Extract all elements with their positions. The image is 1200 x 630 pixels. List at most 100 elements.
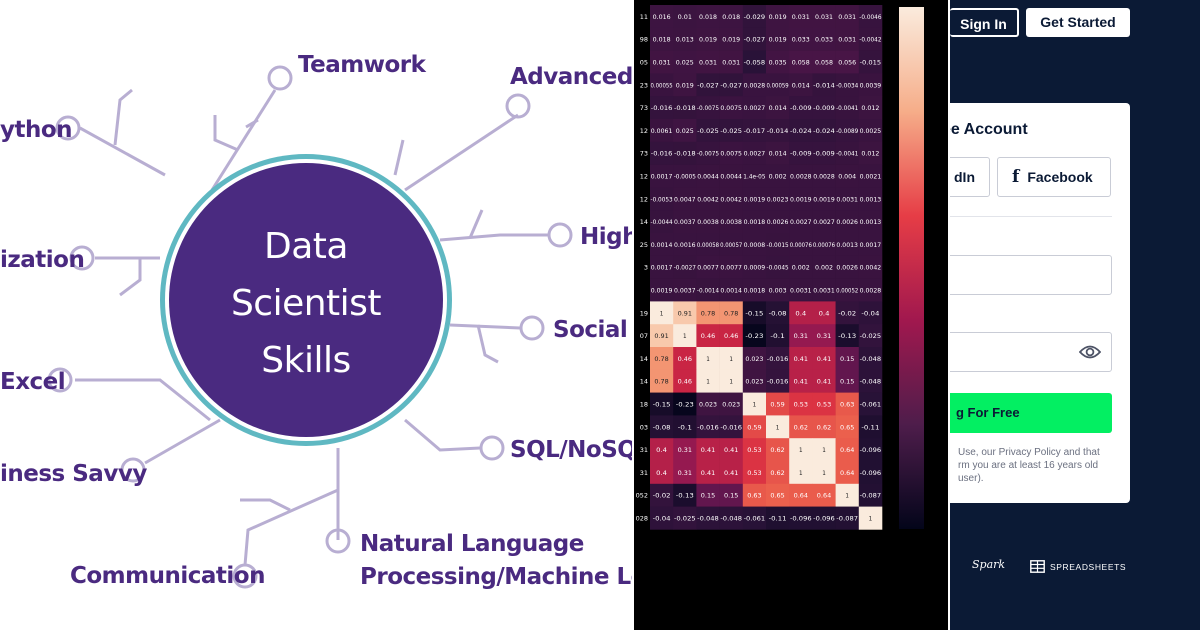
heatmap-cell: [719, 438, 744, 462]
heatmap-cell: [812, 73, 836, 97]
heatmap-cell: [696, 506, 720, 530]
spark-logo: Spark: [972, 558, 1006, 571]
sign-up-button[interactable]: g For Free: [950, 393, 1112, 433]
heatmap-cell: [812, 506, 836, 530]
heatmap-cell: [789, 233, 813, 257]
heatmap-cell: [719, 119, 744, 143]
heatmap-cell-label: 1: [822, 469, 826, 477]
heatmap-cell: [766, 96, 790, 120]
email-field[interactable]: [950, 255, 1112, 295]
heatmap-cell: [789, 210, 813, 234]
heatmap-cell: [673, 96, 697, 120]
heatmap-cell: [742, 369, 767, 393]
heatmap-cell: [650, 324, 674, 348]
heatmap-cell: [719, 210, 744, 234]
heatmap-cell: [650, 210, 674, 234]
heatmap-cell: [766, 324, 790, 348]
heatmap-cell-label: -0.1: [678, 423, 692, 431]
spreadsheets-logo: SPREADSHEETS: [1050, 562, 1127, 572]
heatmap-cell-label: 0.91: [678, 309, 692, 317]
heatmap-cell: [766, 141, 790, 165]
heatmap-cell-label: -0.08: [769, 309, 787, 317]
heatmap-cell: [858, 119, 883, 143]
heatmap-cell: [766, 210, 790, 234]
heatmap-cell-label: 0.003: [769, 287, 787, 295]
heatmap-cell: [696, 483, 720, 507]
heatmap-cell-label: 0.00076: [790, 241, 812, 249]
heatmap-cell: [650, 73, 674, 97]
heatmap-cell: [812, 50, 836, 74]
get-started-button[interactable]: Get Started: [1026, 8, 1130, 37]
heatmap-cell-label: 0.64: [840, 446, 854, 454]
skill-label: High-: [580, 224, 634, 250]
heatmap-cell-label: 0.035: [769, 59, 787, 67]
heatmap-cell: [742, 461, 767, 485]
mindmap-diagram: Data Scientist Skills Teamwork Advanced …: [0, 52, 634, 590]
heatmap-cell: [719, 461, 744, 485]
heatmap-cell-label: -0.048: [697, 515, 719, 523]
heatmap-cell-label: 0.41: [724, 469, 738, 477]
heatmap-cell-label: 0.031: [699, 59, 717, 67]
heatmap-cell-label: 0.0023: [767, 195, 789, 203]
heatmap-cell: [789, 255, 813, 279]
heatmap-cell: [673, 415, 697, 439]
linkedin-button[interactable]: dIn: [950, 157, 990, 197]
heatmap-cell: [673, 73, 697, 97]
heatmap-cell: [673, 255, 697, 279]
heatmap-cell: [812, 5, 836, 29]
heatmap-cell-label: 1: [845, 492, 849, 500]
heatmap-cell-label: 0.46: [724, 332, 738, 340]
heatmap-cell-label: 0.15: [840, 378, 854, 386]
heatmap-cell-label: 0.0039: [860, 81, 882, 89]
heatmap-cell: [673, 5, 697, 29]
heatmap-cell: [766, 369, 790, 393]
heatmap-cell-label: -0.009: [790, 150, 812, 158]
heatmap-cell: [766, 255, 790, 279]
heatmap-cell: [858, 141, 883, 165]
heatmap-cell: [673, 392, 697, 416]
heatmap-cell-label: 1: [660, 309, 664, 317]
heatmap-cell-label: 1: [776, 423, 780, 431]
heatmap-cell: [858, 278, 883, 302]
heatmap-cell-label: 0.019: [699, 36, 717, 44]
heatmap-cell: [858, 369, 883, 393]
heatmap-cell-label: 0.031: [838, 36, 856, 44]
heatmap-cell-label: 0.0037: [674, 218, 696, 226]
heatmap-cell-label: 0.002: [815, 264, 833, 272]
heatmap-cell-label: 0.0031: [813, 287, 835, 295]
heatmap-cell-label: -0.0041: [836, 104, 858, 112]
heatmap-cell-label: 0.013: [676, 36, 694, 44]
heatmap-cell-label: 0.62: [794, 423, 808, 431]
heatmap-cell: [812, 324, 836, 348]
heatmap-cell: [858, 27, 883, 51]
heatmap-cell: [650, 438, 674, 462]
eye-icon[interactable]: [1079, 344, 1101, 360]
heatmap-cell-label: 0.0038: [720, 218, 742, 226]
heatmap-cell: [696, 301, 720, 325]
password-field[interactable]: [950, 332, 1112, 372]
heatmap-cell: [673, 187, 697, 211]
heatmap-cell-label: -0.096: [813, 515, 835, 523]
heatmap-cell: [650, 27, 674, 51]
heatmap-cell-label: -0.04: [653, 515, 671, 523]
heatmap-cell: [766, 392, 790, 416]
heatmap-cell-label: 03: [640, 423, 648, 431]
heatmap-cell: [766, 164, 790, 188]
heatmap-cell-label: 0.0017: [651, 173, 673, 181]
center-ring: [169, 163, 443, 437]
heatmap-cell-label: 0.0077: [697, 264, 719, 272]
heatmap-cell: [719, 73, 744, 97]
heatmap-cell-label: 0.78: [701, 309, 715, 317]
heatmap-cell-label: 0.41: [817, 355, 831, 363]
center-title-line: Data: [264, 226, 348, 267]
heatmap-cell-label: 19: [640, 309, 648, 317]
heatmap-cell-label: 0.023: [699, 401, 717, 409]
heatmap-cell: [673, 347, 697, 371]
heatmap-cell: [812, 27, 836, 51]
heatmap-cell-label: 0.64: [794, 492, 808, 500]
heatmap-cell-label: 14: [640, 355, 648, 363]
heatmap-cell: [696, 27, 720, 51]
sign-in-button[interactable]: Sign In: [950, 8, 1019, 37]
